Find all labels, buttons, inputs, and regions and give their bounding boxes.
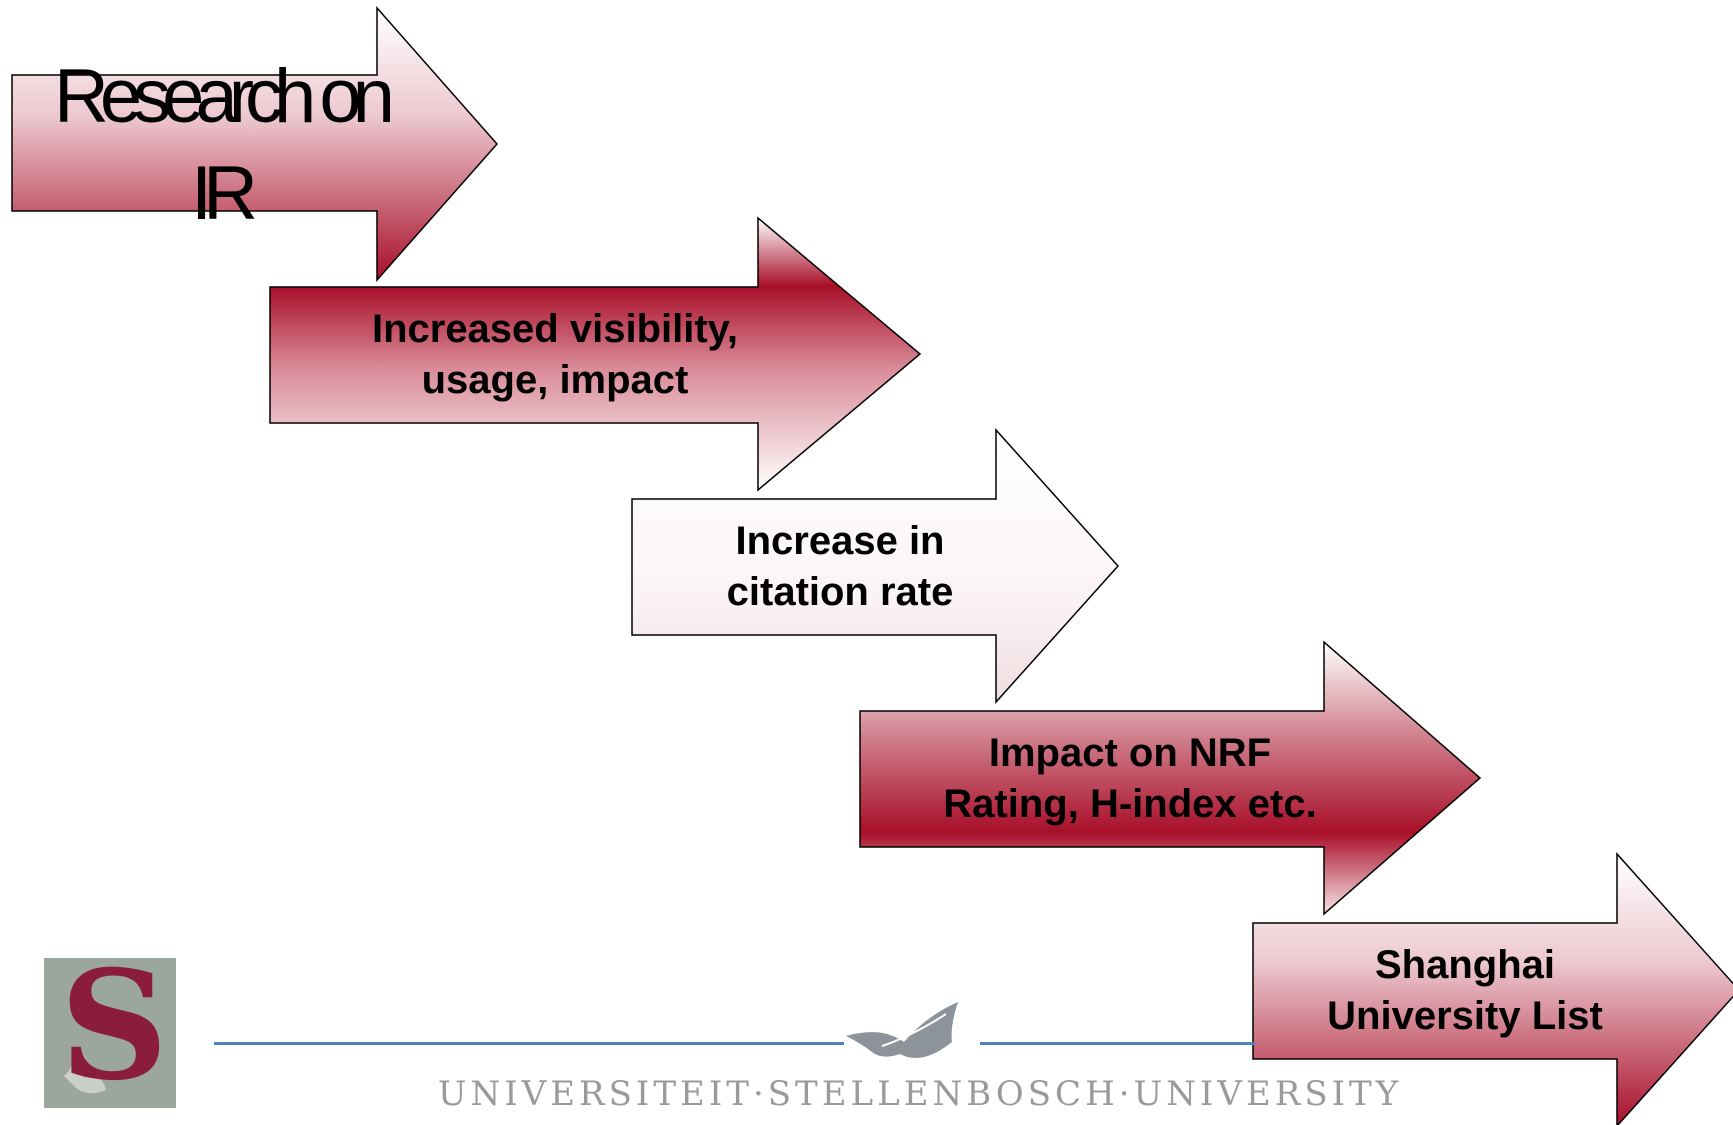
arrow-label-impact-nrf: Impact on NRF Rating, H-index etc. bbox=[900, 712, 1360, 846]
arrow-text-line: University List bbox=[1327, 994, 1603, 1038]
arrow-text-line: Shanghai bbox=[1374, 942, 1556, 987]
arrow-shape-increase-citation bbox=[631, 428, 1120, 704]
arrow-shape-research-on-ir bbox=[11, 6, 499, 282]
arrow-label-research-on-ir: Research on IR bbox=[20, 54, 420, 236]
arrow-text-line: Increased visibility, bbox=[371, 306, 739, 351]
arrow-label-increase-citation: Increase in citation rate bbox=[640, 500, 1040, 634]
arrow-text-line: Research on IR bbox=[54, 53, 395, 236]
arrow-shape-impact-nrf bbox=[859, 640, 1482, 916]
arrow-label-increased-visibility: Increased visibility, usage, impact bbox=[300, 288, 810, 422]
arrow-shape-increased-visibility bbox=[269, 216, 922, 492]
footer-divider-right bbox=[980, 1042, 1255, 1045]
stellenbosch-logo: S bbox=[44, 958, 176, 1108]
leaf-emblem-icon bbox=[846, 1002, 958, 1058]
arrow-shape-shanghai bbox=[1252, 852, 1733, 1125]
arrow-text-line: Impact on NRF bbox=[988, 730, 1272, 775]
logo-letter: S bbox=[60, 958, 168, 1108]
arrow-label-shanghai: Shanghai University List bbox=[1280, 924, 1650, 1058]
footer-divider-left bbox=[214, 1042, 844, 1045]
university-name: UNIVERSITEIT·STELLENBOSCH·UNIVERSITY bbox=[437, 1074, 1403, 1114]
arrow-text-line: Rating, H-index etc. bbox=[943, 782, 1317, 826]
arrow-text-line: usage, impact bbox=[421, 358, 689, 402]
arrow-text-line: citation rate bbox=[726, 570, 954, 614]
arrow-text-line: Increase in bbox=[735, 518, 945, 563]
